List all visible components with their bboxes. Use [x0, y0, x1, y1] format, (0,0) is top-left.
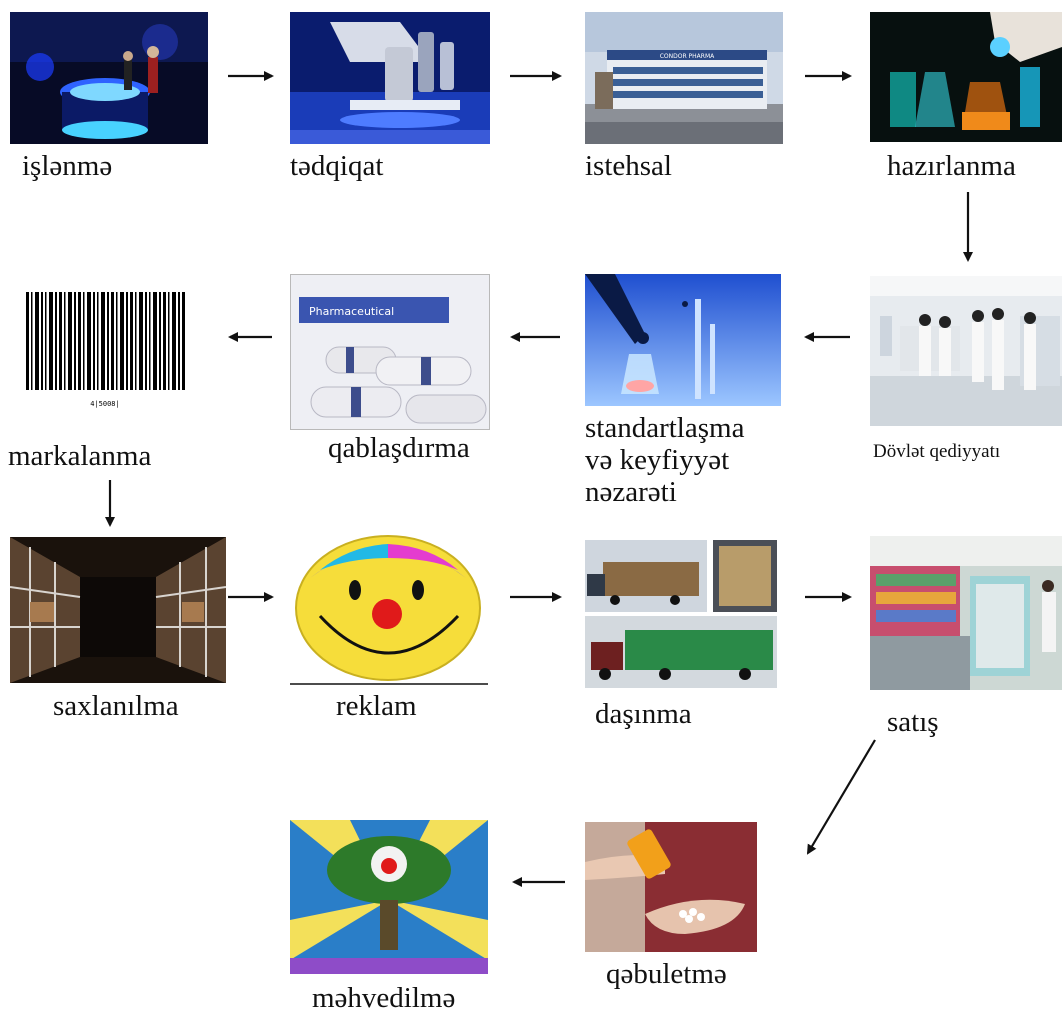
step-label-standardization-2: və keyfiyyət [585, 444, 730, 476]
research-image [290, 12, 490, 144]
step-label-production: istehsal [585, 150, 672, 182]
disposal-image [290, 820, 488, 974]
sale-image [870, 536, 1062, 690]
storage-image [10, 537, 226, 683]
intake-image [585, 822, 757, 952]
labeling-image: 4|5008| [10, 272, 200, 432]
packaging-banner-text: Pharmaceutical [309, 305, 394, 318]
step-label-storage: saxlanılma [53, 690, 179, 722]
step-label-intake: qəbuletmə [606, 958, 727, 990]
preparation-image [870, 12, 1062, 142]
barcode-number: 4|5008| [90, 400, 120, 408]
step-label-transportation: daşınma [595, 698, 692, 730]
transportation-image [585, 540, 777, 688]
step-label-development: işlənmə [22, 150, 113, 182]
development-image [10, 12, 208, 144]
step-label-advertising: reklam [336, 690, 417, 722]
step-label-research: tədqiqat [290, 150, 384, 182]
step-label-preparation: hazırlanma [887, 150, 1016, 182]
advertising-image [290, 530, 488, 688]
packaging-image: Pharmaceutical [290, 274, 490, 430]
production-image: CONDOR PHARMA [585, 12, 783, 144]
standardization-image [585, 274, 781, 406]
step-label-state-registration: Dövlət qediyyatı [873, 441, 1001, 462]
step-label-standardization-3: nəzarəti [585, 476, 677, 508]
barcode: 4|5008| [10, 272, 200, 432]
building-sign: CONDOR PHARMA [660, 53, 715, 60]
step-label-packaging: qablaşdırma [328, 432, 470, 464]
step-label-sale: satış [887, 706, 939, 738]
state-registration-image [870, 276, 1062, 426]
step-label-disposal: məhvedilmə [312, 982, 456, 1014]
step-label-standardization-1: standartlaşma [585, 412, 745, 444]
step-label-labeling: markalanma [8, 440, 152, 472]
arrow-12 [806, 739, 876, 855]
